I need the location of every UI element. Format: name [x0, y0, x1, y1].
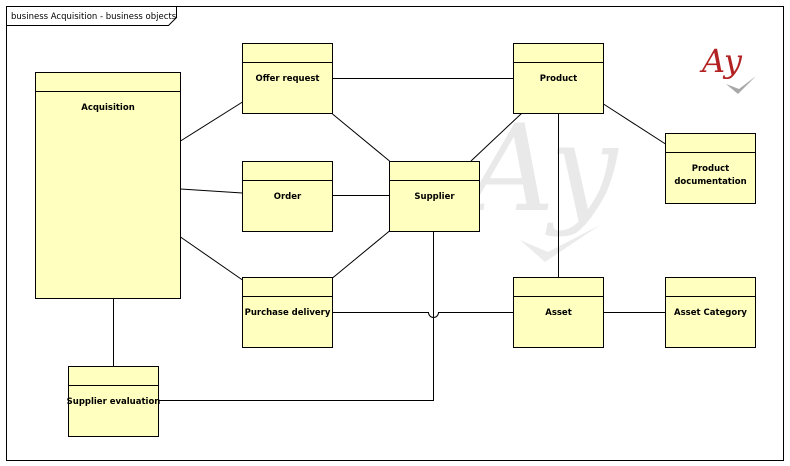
node-supplier-evaluation-label: Supplier evaluation: [67, 397, 161, 407]
node-product-body: [513, 43, 604, 114]
node-acquisition[interactable]: Acquisition: [35, 72, 181, 299]
node-purchase-delivery-label: Purchase delivery: [245, 308, 331, 318]
node-product-label: Product: [540, 74, 578, 84]
node-offer-request-label: Offer request: [255, 74, 319, 84]
node-supplier-body: [389, 161, 480, 232]
node-order-body: [242, 161, 333, 232]
node-offer-request[interactable]: Offer request: [242, 43, 333, 114]
node-supplier-label: Supplier: [414, 192, 455, 202]
connectors: [113, 78, 666, 401]
logo[interactable]: Ay: [699, 42, 756, 94]
connector-purchase-delivery-supplier: [332, 230, 390, 279]
connector-acquisition-purchase-delivery: [180, 236, 243, 281]
node-product[interactable]: Product: [513, 43, 604, 114]
connector-acquisition-offer-request: [180, 101, 243, 142]
node-asset-body: [513, 277, 604, 348]
connector-acquisition-order: [180, 188, 243, 194]
node-product-documentation[interactable]: Product documentation: [665, 133, 756, 204]
node-acquisition-label: Acquisition: [81, 103, 135, 113]
node-order-label: Order: [274, 192, 302, 202]
node-product-documentation-label-line1: Product: [692, 164, 730, 174]
watermark-text: Ay: [458, 100, 620, 239]
node-offer-request-body: [242, 43, 333, 114]
frame-title: business Acquisition - business objects: [11, 12, 177, 22]
node-order[interactable]: Order: [242, 161, 333, 232]
connector-product-product-documentation: [603, 103, 666, 145]
node-supplier-evaluation-body: [68, 366, 159, 437]
logo-check-icon: [726, 76, 756, 94]
node-asset-label: Asset: [545, 308, 572, 318]
connector-offer-request-supplier: [332, 113, 390, 162]
node-product-documentation-label-line2: documentation: [674, 177, 746, 187]
node-purchase-delivery-body: [242, 277, 333, 348]
logo-text: Ay: [699, 42, 743, 80]
node-asset-category-body: [665, 277, 756, 348]
node-asset-category-label: Asset Category: [674, 308, 747, 318]
node-supplier-evaluation[interactable]: Supplier evaluation: [67, 366, 161, 437]
node-supplier[interactable]: Supplier: [389, 161, 480, 232]
connector-supplier-supplier-evaluation: [158, 231, 434, 401]
node-asset-category[interactable]: Asset Category: [665, 277, 756, 348]
frame-title-tab: [6, 6, 177, 26]
node-asset[interactable]: Asset: [513, 277, 604, 348]
node-product-documentation-body: [665, 133, 756, 204]
node-acquisition-body: [35, 72, 181, 299]
connector-supplier-product: [470, 112, 523, 162]
watermark-check-icon: [520, 225, 600, 262]
node-purchase-delivery[interactable]: Purchase delivery: [242, 277, 333, 348]
watermark: Ay: [458, 100, 620, 262]
